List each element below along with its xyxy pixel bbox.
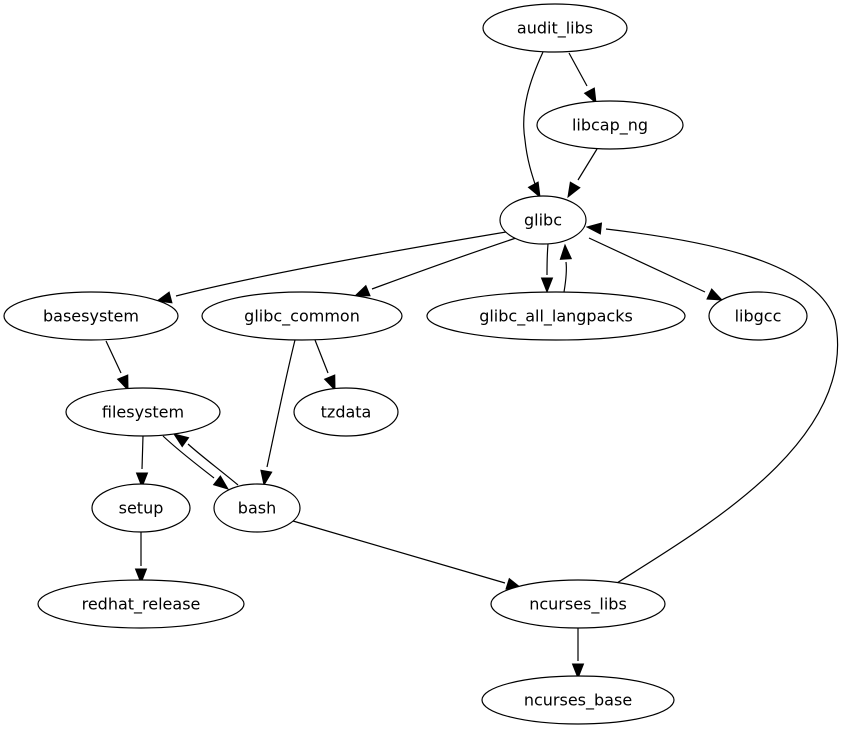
arrowhead-icon bbox=[135, 472, 149, 489]
edge-line bbox=[371, 236, 520, 290]
edge-bash-to-filesystem bbox=[172, 433, 239, 486]
edge-glibc-to-libgcc bbox=[588, 237, 724, 301]
node-label: setup bbox=[119, 499, 164, 518]
node-ellipse bbox=[3, 291, 179, 341]
edge-line bbox=[588, 237, 706, 293]
arrowhead-icon bbox=[567, 181, 581, 199]
node-label: glibc bbox=[524, 211, 562, 230]
edge-line bbox=[162, 435, 215, 479]
node-ellipse bbox=[481, 675, 675, 725]
node-ellipse bbox=[37, 579, 245, 629]
node-label: filesystem bbox=[102, 403, 184, 422]
edge-glibc-to-basesystem bbox=[155, 230, 513, 304]
node-ncurses-libs: ncurses_libs bbox=[490, 579, 666, 629]
node-ellipse bbox=[490, 579, 666, 629]
edge-libcap-ng-to-glibc bbox=[567, 148, 598, 199]
node-label: bash bbox=[238, 499, 276, 518]
arrowhead-icon bbox=[134, 568, 148, 585]
arrowhead-icon bbox=[260, 469, 273, 487]
edge-line bbox=[141, 435, 144, 470]
node-libcap-ng: libcap_ng bbox=[536, 100, 684, 150]
edge-audit-libs-to-libcap-ng bbox=[568, 52, 597, 105]
arrowhead-icon bbox=[353, 284, 371, 297]
node-ellipse bbox=[293, 387, 399, 437]
node-libgcc: libgcc bbox=[708, 291, 808, 341]
arrowhead-icon bbox=[172, 433, 190, 448]
node-ellipse bbox=[213, 483, 301, 533]
edge-bash-to-ncurses-libs bbox=[292, 520, 523, 590]
edge-basesystem-to-filesystem bbox=[105, 340, 129, 392]
arrowhead-icon bbox=[116, 374, 129, 392]
node-bash: bash bbox=[213, 483, 301, 533]
node-redhat-release: redhat_release bbox=[37, 579, 245, 629]
node-label: ncurses_libs bbox=[529, 595, 627, 615]
node-ellipse bbox=[65, 387, 221, 437]
edge-line bbox=[314, 339, 329, 374]
arrowhead-icon bbox=[585, 222, 603, 235]
node-filesystem: filesystem bbox=[65, 387, 221, 437]
edge-setup-to-redhat-release bbox=[134, 532, 148, 585]
edge-line bbox=[105, 340, 122, 374]
node-glibc-common: glibc_common bbox=[201, 291, 403, 341]
arrowhead-icon bbox=[527, 181, 541, 199]
edge-filesystem-to-setup bbox=[135, 435, 149, 489]
edge-glibc-common-to-tzdata bbox=[314, 339, 336, 392]
node-ellipse bbox=[708, 291, 808, 341]
node-glibc-all-langpacks: glibc_all_langpacks bbox=[426, 291, 686, 341]
node-label: libcap_ng bbox=[572, 116, 648, 136]
arrowhead-icon bbox=[583, 87, 597, 105]
edge-ncurses-libs-to-glibc bbox=[585, 222, 838, 584]
node-basesystem: basesystem bbox=[3, 291, 179, 341]
edge-line bbox=[187, 443, 239, 486]
node-ellipse bbox=[482, 3, 628, 53]
arrowhead-icon bbox=[540, 277, 554, 294]
edge-line bbox=[292, 520, 506, 584]
node-ellipse bbox=[536, 100, 684, 150]
node-ellipse bbox=[201, 291, 403, 341]
node-label: redhat_release bbox=[82, 595, 201, 615]
node-setup: setup bbox=[91, 483, 191, 533]
node-label: tzdata bbox=[321, 403, 372, 422]
edge-line bbox=[523, 51, 544, 189]
edge-glibc-all-langpacks-to-glibc bbox=[559, 243, 573, 293]
edge-line bbox=[577, 148, 598, 181]
edge-line bbox=[568, 52, 588, 87]
arrowhead-icon bbox=[155, 291, 173, 304]
arrowhead-icon bbox=[559, 243, 573, 260]
arrowhead-icon bbox=[212, 475, 230, 490]
edges-layer bbox=[105, 51, 838, 680]
edge-line bbox=[546, 243, 549, 276]
node-label: glibc_all_langpacks bbox=[479, 307, 633, 327]
node-label: ncurses_base bbox=[524, 691, 632, 711]
node-label: libgcc bbox=[735, 307, 782, 326]
edge-line bbox=[266, 339, 296, 468]
node-label: basesystem bbox=[43, 307, 139, 326]
edge-line bbox=[605, 228, 838, 584]
edge-glibc-to-glibc-common bbox=[353, 236, 520, 297]
edge-glibc-common-to-bash bbox=[260, 339, 296, 487]
edge-glibc-to-glibc-all-langpacks bbox=[540, 243, 554, 294]
node-audit-libs: audit_libs bbox=[482, 3, 628, 53]
arrowhead-icon bbox=[706, 288, 724, 301]
node-ellipse bbox=[426, 291, 686, 341]
arrowhead-icon bbox=[571, 663, 585, 680]
node-ncurses-base: ncurses_base bbox=[481, 675, 675, 725]
node-tzdata: tzdata bbox=[293, 387, 399, 437]
node-ellipse bbox=[91, 483, 191, 533]
edge-line bbox=[563, 261, 567, 293]
edge-audit-libs-to-glibc bbox=[523, 51, 544, 199]
node-label: audit_libs bbox=[517, 19, 593, 39]
edge-filesystem-to-bash bbox=[162, 435, 230, 490]
node-glibc: glibc bbox=[499, 195, 587, 245]
arrowhead-icon bbox=[323, 374, 336, 392]
edge-ncurses-libs-to-ncurses-base bbox=[571, 628, 585, 680]
edge-line bbox=[175, 230, 513, 297]
node-label: glibc_common bbox=[244, 307, 360, 327]
node-ellipse bbox=[499, 195, 587, 245]
